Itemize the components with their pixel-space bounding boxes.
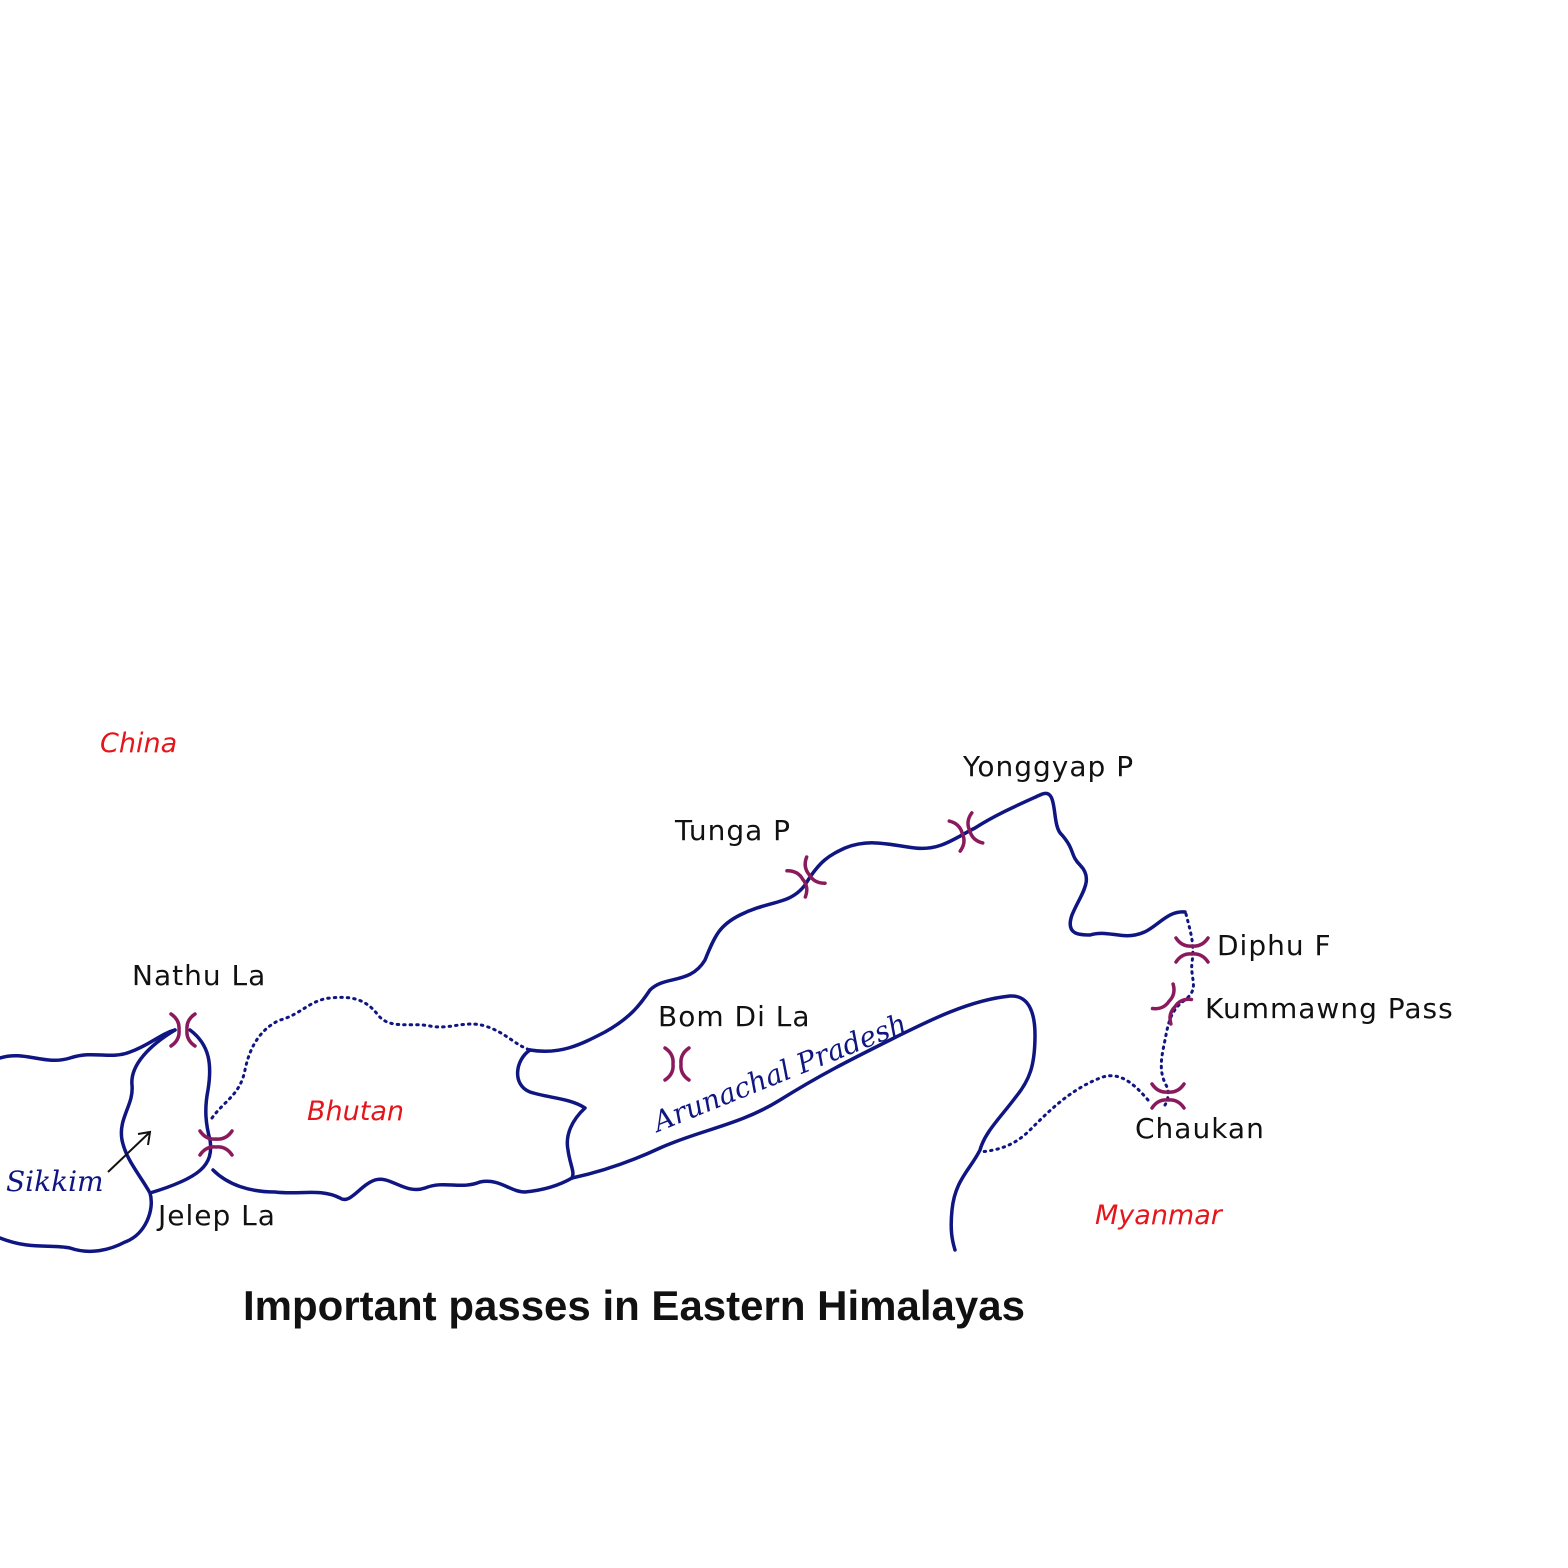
label-jelep-la: Jelep La bbox=[156, 1199, 276, 1232]
bom-di-la-pass-icon bbox=[663, 1046, 691, 1082]
pass-symbols bbox=[169, 811, 1210, 1157]
label-tunga-pass: Tunga P bbox=[674, 814, 791, 847]
label-myanmar: Myanmar bbox=[1095, 1200, 1224, 1231]
border-lines bbox=[0, 791, 1187, 1254]
label-diphu-pass: Diphu F bbox=[1217, 929, 1332, 962]
tunga-pass-icon bbox=[785, 855, 827, 899]
bhutan-north-dotted-border bbox=[210, 995, 532, 1120]
jelep-la-pass-icon bbox=[198, 1129, 234, 1157]
label-bom-di-la: Bom Di La bbox=[658, 1000, 811, 1033]
chaukan-pass-icon bbox=[1150, 1082, 1186, 1110]
sikkim-north-border bbox=[0, 1028, 177, 1063]
kummawng-pass-icon bbox=[1150, 982, 1194, 1026]
label-sikkim: Sikkim bbox=[6, 1165, 104, 1198]
sikkim-pointer-arrow bbox=[107, 1130, 152, 1173]
label-china: China bbox=[100, 728, 177, 759]
arunachal-west-border bbox=[515, 1048, 587, 1180]
map-title: Important passes in Eastern Himalayas bbox=[243, 1282, 1025, 1329]
arunachal-south-border bbox=[570, 994, 1037, 1252]
myanmar-dotted-border-south bbox=[978, 1074, 1150, 1154]
myanmar-dotted-border-east bbox=[1159, 912, 1195, 1107]
sikkim-bhutan-divider bbox=[148, 1028, 213, 1195]
nathu-la-pass-icon bbox=[169, 1012, 197, 1048]
label-kummawng-pass: Kummawng Pass bbox=[1205, 992, 1454, 1025]
label-nathu-la: Nathu La bbox=[132, 959, 266, 992]
label-yonggyap-pass: Yonggyap P bbox=[962, 750, 1134, 783]
label-bhutan: Bhutan bbox=[307, 1096, 404, 1127]
diphu-pass-icon bbox=[1174, 936, 1210, 964]
bhutan-south-border bbox=[211, 1168, 574, 1202]
label-chaukan-pass: Chaukan bbox=[1135, 1112, 1265, 1145]
yonggyap-pass-icon bbox=[947, 811, 985, 853]
arunachal-north-border bbox=[528, 791, 1187, 1053]
